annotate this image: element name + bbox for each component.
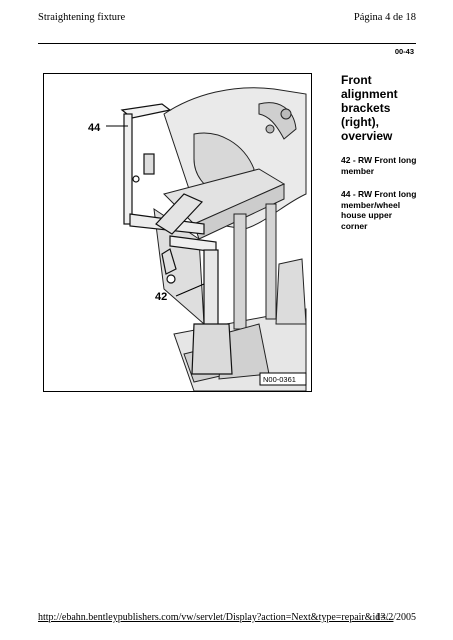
callout-42: 42 (155, 291, 167, 303)
bracket-42 (161, 235, 233, 375)
header-rule (38, 43, 416, 44)
page-indicator: Página 4 de 18 (353, 12, 416, 23)
print-date: 13/2/2005 (375, 612, 416, 623)
legend-item: 44 - RW Front long member/wheel house up… (341, 189, 417, 231)
technical-illustration: 44 42 N00-0361 (43, 73, 312, 392)
callout-44: 44 (88, 122, 101, 134)
figure-code: N00-0361 (263, 375, 296, 384)
source-url-link[interactable]: http://ebahn.bentleypublishers.com/vw/se… (38, 612, 394, 623)
figure-code-box (259, 372, 307, 386)
fixture-drawing: 44 42 N00-0361 (88, 87, 307, 391)
document-title: Straightening fixture (38, 12, 126, 23)
legend-panel: Front alignment brackets (right), overvi… (341, 73, 419, 244)
callout-42-leader (175, 283, 205, 297)
legend-item: 42 - RW Front long member (341, 155, 417, 176)
section-number: 00-43 (394, 47, 414, 56)
bracket-44 (120, 103, 205, 235)
legend-title: Front alignment brackets (right), overvi… (341, 73, 398, 143)
